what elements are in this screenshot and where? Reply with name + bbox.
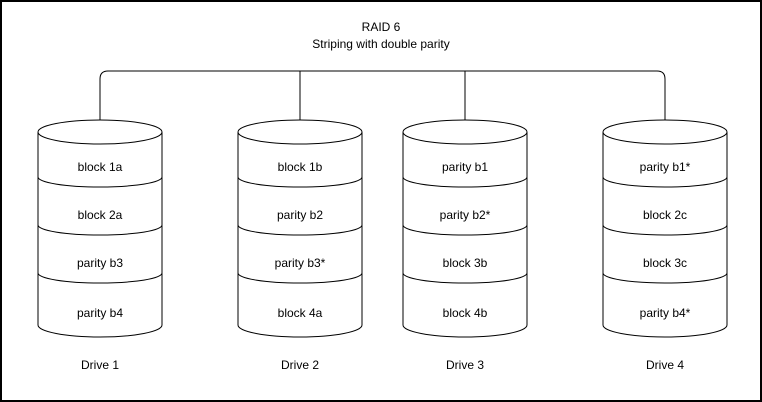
cylinder-divider <box>402 176 528 188</box>
cylinder-divider <box>402 224 528 236</box>
drive-label: Drive 2 <box>281 358 319 372</box>
drive-label: Drive 1 <box>81 358 119 372</box>
cylinder-divider <box>37 176 163 188</box>
cylinder-divider <box>37 224 163 236</box>
drive-2: block 1b parity b2 parity b3* block 4a D… <box>237 119 363 372</box>
block-label: parity b1 <box>442 160 488 174</box>
diagram-subtitle: Striping with double parity <box>312 37 449 51</box>
drive-3: parity b1 parity b2* block 3b block 4b D… <box>402 119 528 372</box>
cylinder-divider <box>402 272 528 284</box>
block-label: parity b3 <box>77 256 123 270</box>
drive-label: Drive 4 <box>646 358 684 372</box>
cylinder-divider <box>237 176 363 188</box>
block-label: block 2a <box>78 208 123 222</box>
block-label: parity b4* <box>640 306 691 320</box>
block-label: parity b2* <box>440 208 491 222</box>
drive-4: parity b1* block 2c block 3c parity b4* … <box>602 119 728 372</box>
cylinder-top <box>402 119 528 145</box>
block-label: block 1a <box>78 160 123 174</box>
diagram-title: RAID 6 <box>362 20 401 34</box>
cylinder-divider <box>602 272 728 284</box>
block-label: block 2c <box>643 208 687 222</box>
block-label: parity b1* <box>640 160 691 174</box>
cylinder-top <box>37 119 163 145</box>
drive-label: Drive 3 <box>446 358 484 372</box>
block-label: block 3b <box>443 256 488 270</box>
block-label: block 4a <box>278 306 323 320</box>
cylinder-divider <box>602 176 728 188</box>
block-label: block 4b <box>443 306 488 320</box>
block-label: parity b2 <box>277 208 323 222</box>
cylinder-top <box>237 119 363 145</box>
cylinder-divider <box>37 272 163 284</box>
cylinder-divider <box>602 224 728 236</box>
block-label: parity b4 <box>77 306 123 320</box>
bus-connector <box>99 70 666 120</box>
cylinder-top <box>602 119 728 145</box>
block-label: block 3c <box>643 256 687 270</box>
block-label: parity b3* <box>275 256 326 270</box>
cylinder-divider <box>237 272 363 284</box>
drive-1: block 1a block 2a parity b3 parity b4 Dr… <box>37 119 163 372</box>
cylinder-divider <box>237 224 363 236</box>
block-label: block 1b <box>278 160 323 174</box>
